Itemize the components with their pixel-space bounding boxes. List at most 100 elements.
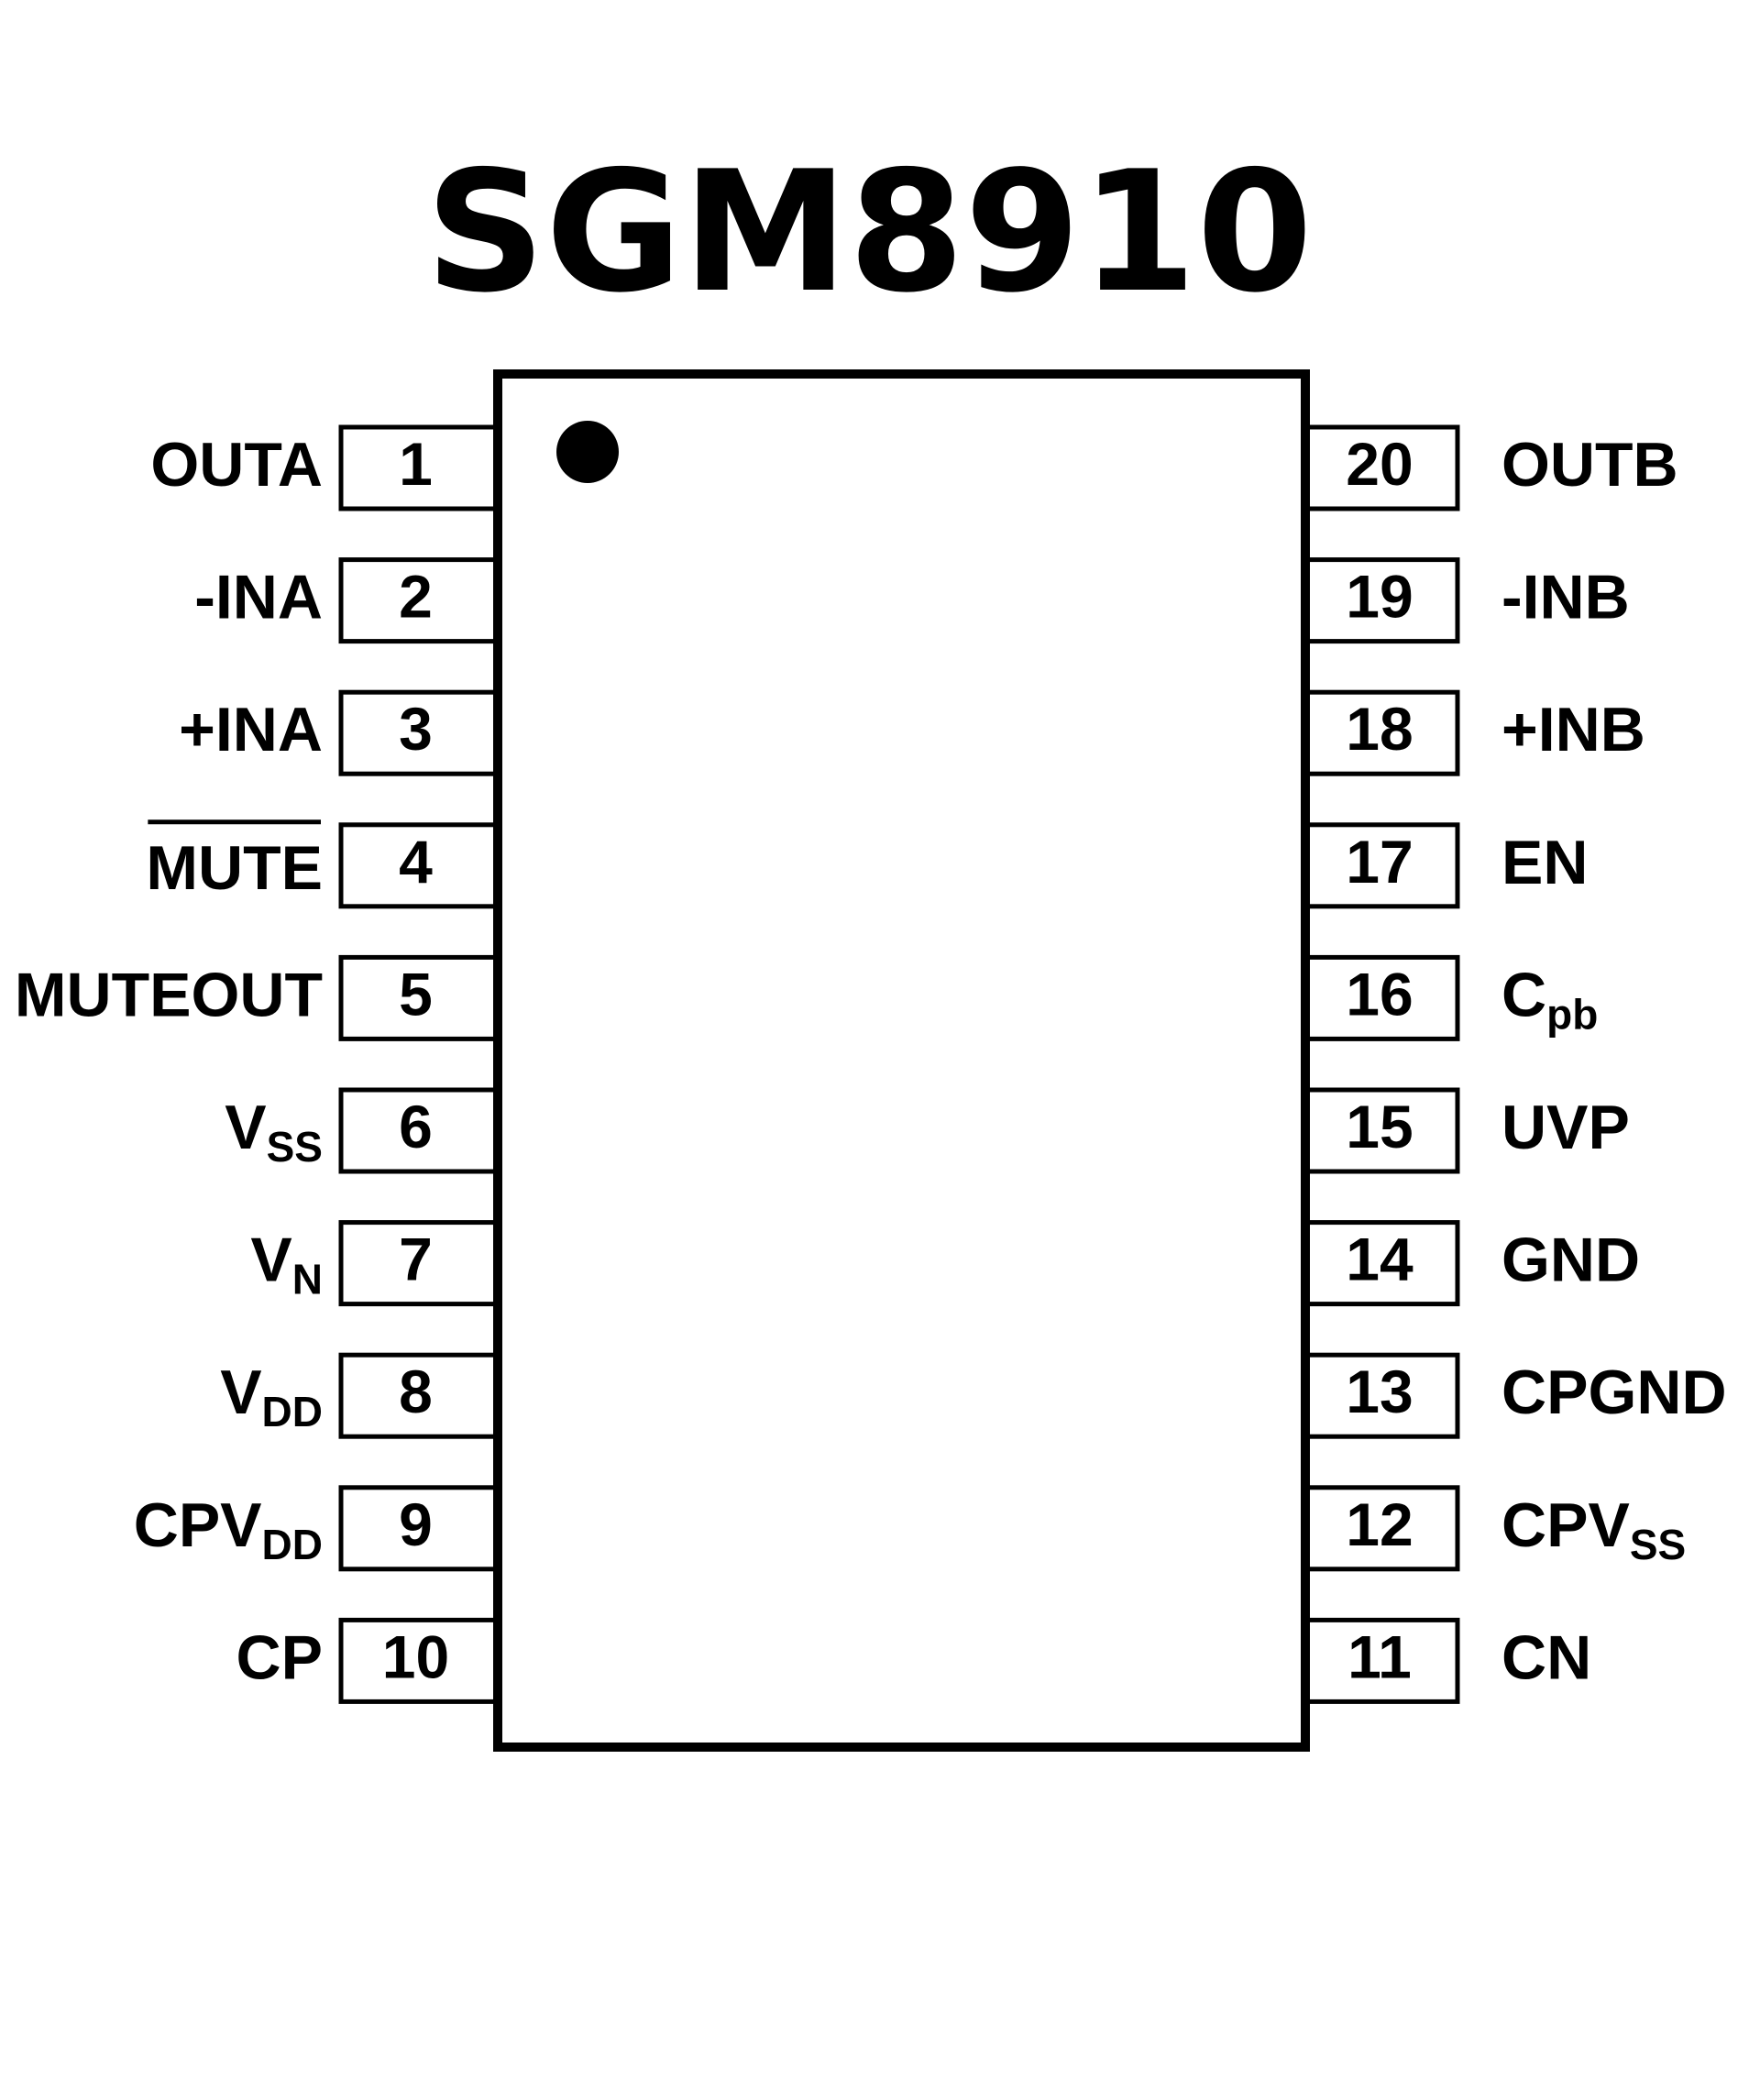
pin-number: 20 — [1346, 430, 1413, 498]
pin-2: 2 -INA — [194, 557, 500, 644]
pin-name: C — [1502, 960, 1546, 1029]
pin-name: UVP — [1502, 1093, 1630, 1162]
pin-name: MUTE — [146, 833, 323, 903]
pin-label: MUTE — [146, 833, 323, 903]
pin-number: 6 — [399, 1093, 433, 1160]
pin-name-subscript: DD — [262, 1521, 323, 1568]
pin-number: 7 — [399, 1226, 433, 1293]
pin-box — [1303, 557, 1460, 644]
pin-label: EN — [1502, 828, 1588, 897]
pin-name: CPV — [1502, 1490, 1630, 1560]
pin-name: -INB — [1502, 563, 1630, 632]
pin-number: 4 — [399, 828, 433, 896]
pin-5: 5 MUTEOUT — [15, 954, 500, 1041]
pin-label: CPGND — [1502, 1358, 1727, 1427]
pin-label: VDD — [220, 1358, 323, 1435]
pin-number: 8 — [399, 1358, 433, 1425]
pin-label: +INA — [179, 695, 323, 764]
pin-8: 8 VDD — [220, 1352, 500, 1439]
pin-label: VN — [250, 1226, 323, 1303]
pin-11: 11 CN — [1303, 1617, 1591, 1704]
pin-6: 6 VSS — [225, 1087, 500, 1174]
pin-number: 19 — [1346, 563, 1413, 631]
pin-9: 9 CPVDD — [134, 1485, 500, 1572]
pin-label: GND — [1502, 1226, 1640, 1295]
pin-number: 9 — [399, 1490, 433, 1558]
pin-label: -INA — [194, 563, 323, 632]
pin-box — [1303, 1352, 1460, 1439]
pin-box — [338, 689, 500, 776]
pin-name: CPGND — [1502, 1358, 1727, 1427]
pin-label: VSS — [225, 1093, 323, 1171]
pin-16: 16 Cpb — [1303, 954, 1598, 1041]
pin-name: EN — [1502, 828, 1588, 897]
pin-box — [338, 1087, 500, 1174]
pin-name: +INB — [1502, 695, 1645, 764]
pin-12: 12 CPVSS — [1303, 1485, 1686, 1572]
chip-body — [493, 369, 1310, 1752]
pin-number: 10 — [382, 1622, 449, 1690]
pin-label: CP — [236, 1622, 323, 1692]
pin-number: 12 — [1346, 1490, 1413, 1558]
pin-4: 4 MUTE — [146, 819, 500, 909]
pin-name: CPV — [134, 1490, 262, 1560]
pin-19: 19 -INB — [1303, 557, 1630, 644]
pin-number: 13 — [1346, 1358, 1413, 1425]
pin-number: 14 — [1346, 1226, 1414, 1293]
pin-label: UVP — [1502, 1093, 1630, 1162]
pin-name: OUTB — [1502, 430, 1678, 500]
pin-number: 17 — [1346, 828, 1413, 896]
pin-17: 17 EN — [1303, 822, 1588, 909]
chip-title: SGM8910 — [425, 135, 1313, 329]
pin-box — [1303, 822, 1460, 909]
pin-name: MUTEOUT — [15, 960, 323, 1029]
pin-box — [338, 954, 500, 1041]
pin-13: 13 CPGND — [1303, 1352, 1727, 1439]
pin-18: 18 +INB — [1303, 689, 1645, 776]
pin-name: OUTA — [150, 430, 323, 500]
pin-number: 1 — [399, 430, 433, 498]
pin-label: Cpb — [1502, 960, 1598, 1038]
pin-box — [1303, 1485, 1460, 1572]
pin-name: CP — [236, 1622, 323, 1692]
pin-box — [1303, 1087, 1460, 1174]
pin-label: OUTB — [1502, 430, 1678, 500]
pin-name: V — [220, 1358, 261, 1427]
pin-15: 15 UVP — [1303, 1087, 1630, 1174]
pin-10: 10 CP — [236, 1617, 500, 1704]
pin-box — [338, 822, 500, 909]
pin-name: +INA — [179, 695, 323, 764]
pin-name: GND — [1502, 1226, 1640, 1295]
pin-label: +INB — [1502, 695, 1645, 764]
pin-box — [338, 1352, 500, 1439]
pin-number: 5 — [399, 960, 433, 1028]
pin-label: CN — [1502, 1622, 1591, 1692]
pin-box — [1303, 1617, 1460, 1704]
pin-1: 1 OUTA — [150, 424, 500, 511]
pin-number: 15 — [1346, 1093, 1413, 1160]
pin-label: CPVSS — [1502, 1490, 1686, 1568]
pin-name-subscript: SS — [1630, 1521, 1686, 1568]
pin-label: CPVDD — [134, 1490, 323, 1568]
pin-name: -INA — [194, 563, 323, 632]
pin-number: 3 — [399, 695, 433, 763]
pin-label: OUTA — [150, 430, 323, 500]
left-pin-column: 1OUTA2-INA3+INA4MUTE5MUTEOUT6VSS7VN8VDD9… — [15, 424, 500, 1704]
pin-number: 16 — [1346, 960, 1413, 1028]
pin-number: 2 — [399, 563, 433, 631]
pin-label: -INB — [1502, 563, 1630, 632]
pin-number: 11 — [1348, 1622, 1412, 1690]
pin-name-subscript: N — [292, 1256, 323, 1303]
pin-name: V — [225, 1093, 266, 1162]
pin-name-subscript: SS — [267, 1123, 323, 1171]
pin-7: 7 VN — [250, 1220, 500, 1307]
pin1-marker-dot-icon — [556, 421, 619, 483]
pin-number: 18 — [1346, 695, 1413, 763]
pin-box — [338, 557, 500, 644]
pin-3: 3 +INA — [179, 689, 500, 776]
pin-name-subscript: DD — [262, 1388, 323, 1435]
pin-name: CN — [1502, 1622, 1591, 1692]
pin-box — [338, 424, 500, 511]
